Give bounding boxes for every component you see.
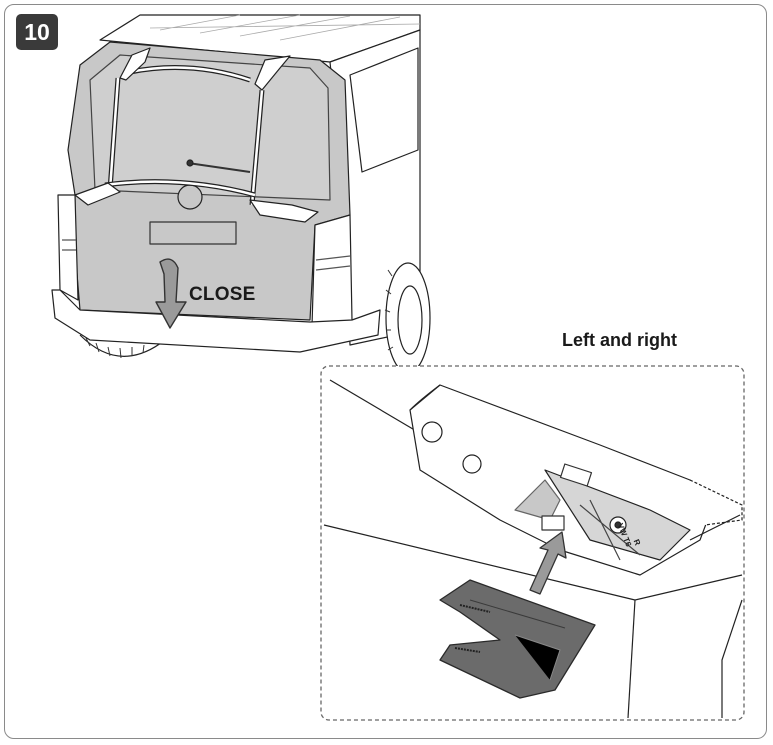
detail-illustration <box>323 379 743 719</box>
close-arrow-icon <box>155 258 187 329</box>
insert-arrow-icon <box>529 531 567 595</box>
rubber-pad-part <box>439 579 596 699</box>
van-illustration <box>51 14 431 374</box>
step-number-badge: 10 <box>16 14 58 50</box>
instruction-frame <box>4 4 767 739</box>
close-label: CLOSE <box>189 284 256 305</box>
detail-title: Left and right <box>562 330 677 350</box>
